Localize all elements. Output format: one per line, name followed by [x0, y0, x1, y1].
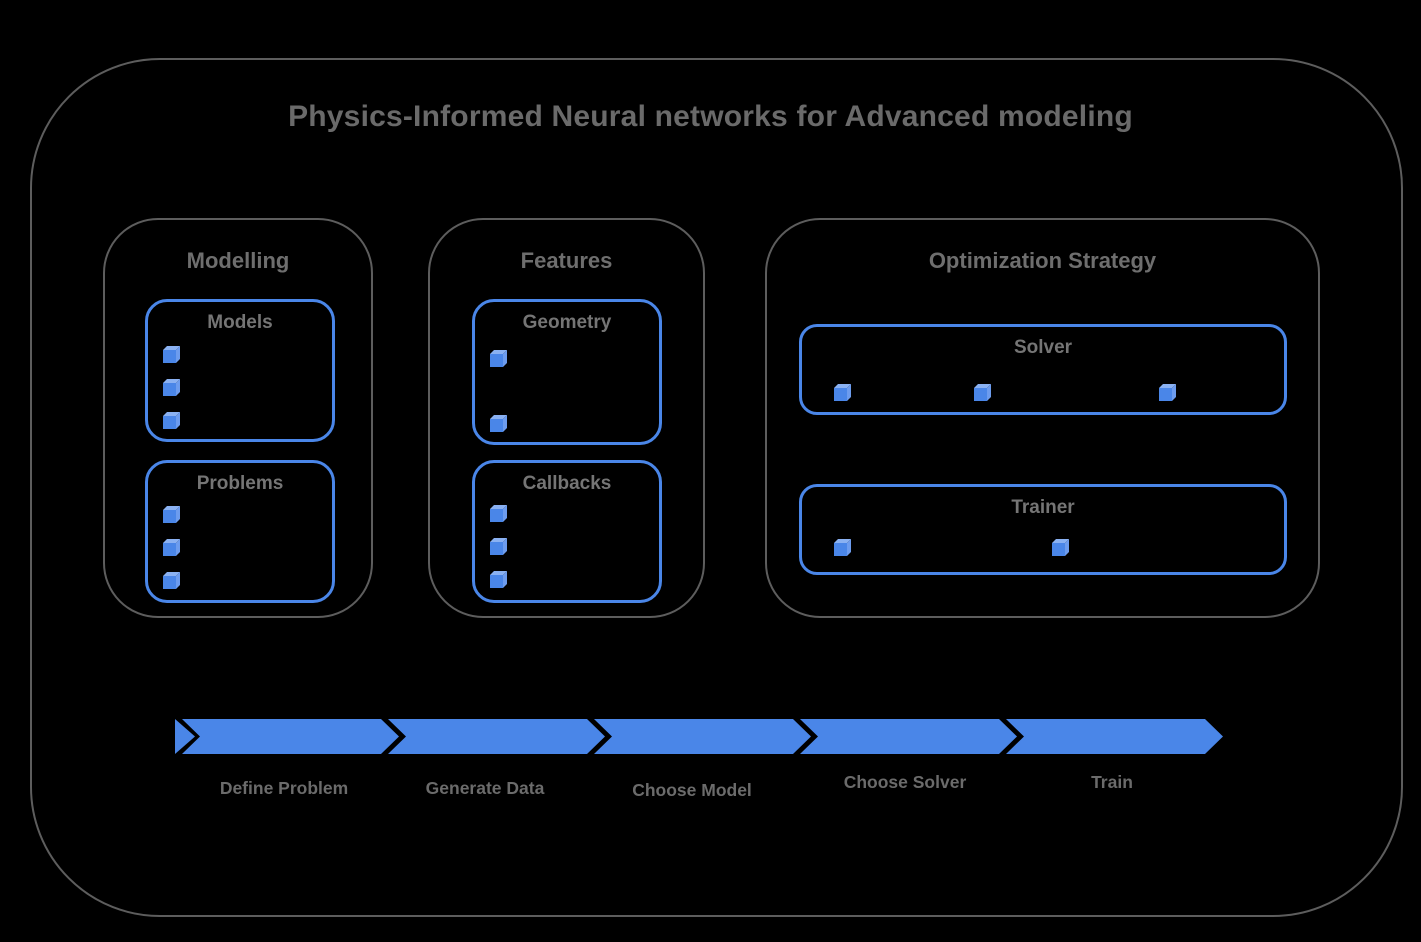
step-label-choose-model: Choose Model [632, 780, 752, 800]
chevron-segment [800, 719, 1017, 754]
box-trainer: Trainer [799, 484, 1287, 575]
chevron-segment [1006, 719, 1223, 754]
box-models: Models [145, 299, 335, 442]
group-features: Features Geometry Callbacks [428, 218, 705, 618]
outer-frame [30, 58, 1403, 917]
box-title: Trainer [1011, 497, 1075, 518]
box-problems: Problems [145, 460, 335, 603]
cube-bullet-icon [490, 575, 503, 588]
box-title: Models [207, 312, 273, 333]
step-label-generate-data: Generate Data [425, 778, 545, 798]
chevron-segment [594, 719, 811, 754]
cube-bullet-icon [1159, 388, 1172, 401]
chevron-segment [182, 719, 399, 754]
cube-bullet-icon [163, 350, 176, 363]
cube-bullet-icon [163, 543, 176, 556]
cube-bullet-icon [163, 416, 176, 429]
step-label-define-problem: Define Problem [219, 778, 349, 798]
group-title: Modelling [186, 248, 290, 273]
box-title: Solver [1013, 337, 1073, 358]
box-title: Geometry [522, 312, 612, 333]
step-label-train: Train [1091, 772, 1133, 792]
step-label-choose-solver: Choose Solver [843, 772, 967, 792]
process-arrow [182, 719, 1223, 754]
chevron-segment [388, 719, 605, 754]
cube-bullet-icon [834, 388, 847, 401]
box-title: Problems [196, 473, 284, 494]
group-title: Optimization Strategy [928, 248, 1157, 273]
cube-bullet-icon [163, 576, 176, 589]
cube-bullet-icon [834, 543, 847, 556]
box-solver: Solver [799, 324, 1287, 415]
group-title: Features [520, 248, 613, 273]
cube-bullet-icon [974, 388, 987, 401]
box-geometry: Geometry [472, 299, 662, 445]
group-optimization-strategy: Optimization Strategy Solver Trainer [765, 218, 1320, 618]
cube-bullet-icon [163, 510, 176, 523]
cube-bullet-icon [490, 419, 503, 432]
cube-bullet-icon [490, 542, 503, 555]
cube-bullet-icon [490, 509, 503, 522]
box-callbacks: Callbacks [472, 460, 662, 603]
cube-bullet-icon [163, 383, 176, 396]
cube-bullet-icon [490, 354, 503, 367]
page-title: Physics-Informed Neural networks for Adv… [288, 100, 1133, 133]
group-modelling: Modelling Models Problems [103, 218, 373, 618]
box-title: Callbacks [522, 473, 612, 494]
cube-bullet-icon [1052, 543, 1065, 556]
